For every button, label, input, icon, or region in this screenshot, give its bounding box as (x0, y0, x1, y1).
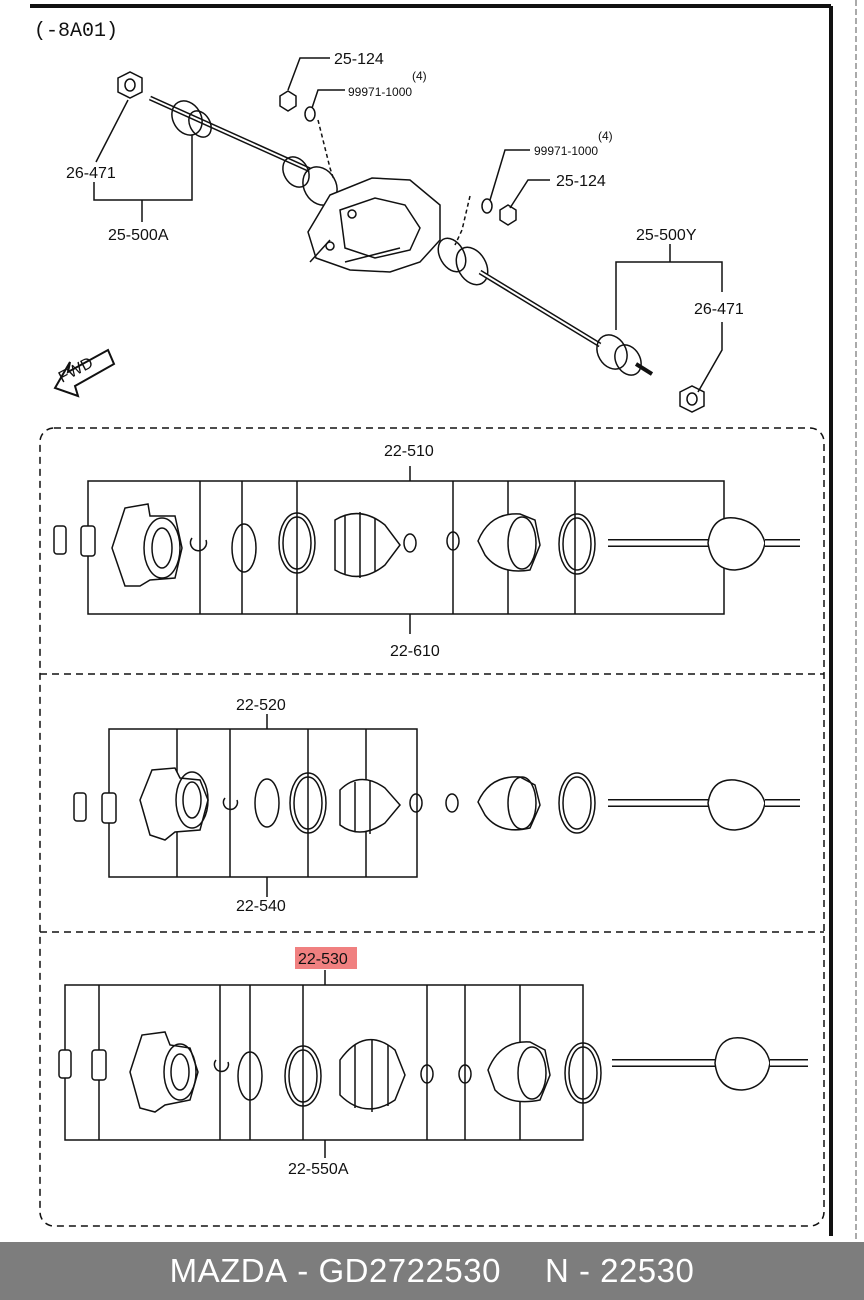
footer-separator: - (287, 1252, 319, 1289)
panel-1-bottom-label: 22-610 (390, 643, 440, 660)
panel-2-top-label: 22-520 (236, 697, 286, 714)
label-washer-left: 99971-1000 (348, 85, 412, 99)
panel-3-top-label: 22-530 (298, 951, 348, 968)
panel-3-label-highlight (295, 947, 357, 969)
label-washer-right: 99971-1000 (534, 144, 598, 158)
label-shaft-left-assy: 25-500A (108, 227, 169, 244)
panel-2-bottom-label: 22-540 (236, 898, 286, 915)
label-shaft-right-assy: 25-500Y (636, 227, 697, 244)
panel-3-drawing (58, 970, 808, 1158)
label-shaft-left-nut: 26-471 (66, 165, 116, 182)
label-washer-right-qty: (4) (598, 129, 613, 143)
top-assembly (53, 57, 723, 413)
label-nut-right: 25-124 (556, 173, 606, 190)
panel-1-top-label: 22-510 (384, 443, 434, 460)
section-ref: (-8A01) (34, 20, 118, 43)
panel-2-drawing (73, 714, 800, 897)
parts-diagram: (-8A01) (30, 0, 857, 1242)
footer-brand: MAZDA (169, 1252, 288, 1289)
label-washer-left-qty: (4) (412, 69, 427, 83)
panel-1-drawing (53, 466, 800, 634)
footer-bar: MAZDA - GD2722530 N - 22530 (0, 1242, 864, 1300)
panel-3-bottom-label: 22-550A (288, 1161, 349, 1178)
label-nut-left: 25-124 (334, 51, 384, 68)
label-shaft-right-nut: 26-471 (694, 301, 744, 318)
footer-ref-number: N - 22530 (544, 1252, 695, 1289)
footer-part-number: GD2722530 (318, 1252, 501, 1289)
kit-outline (39, 427, 825, 1227)
